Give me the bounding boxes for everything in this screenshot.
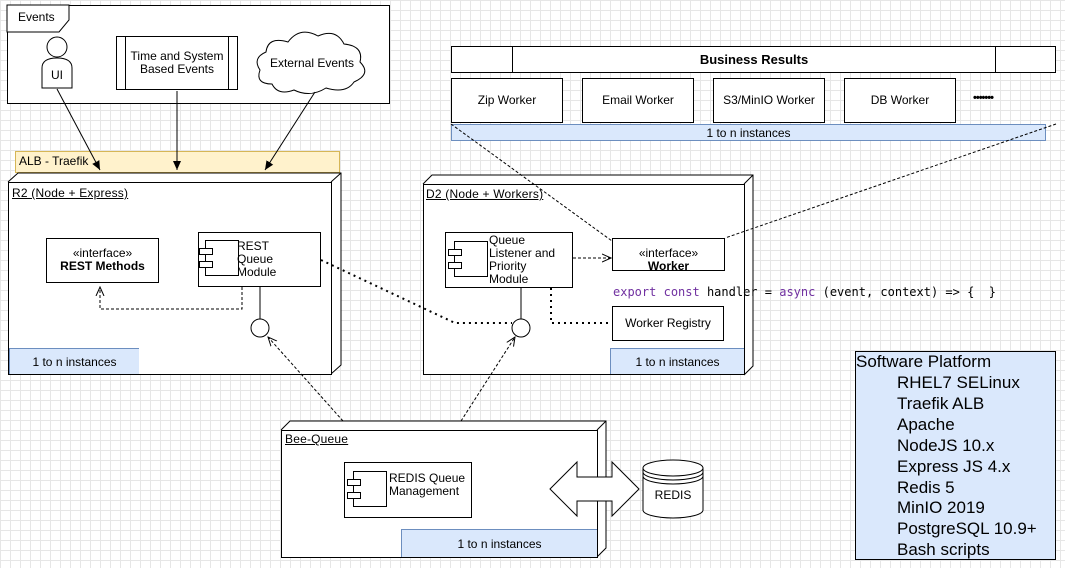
queue-listener-label: Queue Listener and Priority Module <box>489 233 556 286</box>
bee-instances: 1 to n instances <box>401 529 597 557</box>
d2-instances: 1 to n instances <box>610 348 744 374</box>
software-platform-panel <box>855 351 1056 560</box>
platform-item: NodeJS 10.x <box>897 436 995 455</box>
worker-handler-code: export const handler = async (event, con… <box>613 271 996 299</box>
platform-item: PostgreSQL 10.9+ <box>897 519 1037 538</box>
platform-item: Apache <box>897 415 955 434</box>
platform-item: Bash scripts <box>897 540 990 559</box>
r2-instances: 1 to n instances <box>9 348 139 374</box>
code-operator: = <box>764 285 772 299</box>
platform-item: Traefik ALB <box>897 394 985 413</box>
time-events-box <box>116 36 238 90</box>
ui-actor-label: UI <box>51 67 63 82</box>
platform-item: RHEL7 SELinux <box>897 373 1020 392</box>
time-events-sidebar-right <box>228 36 229 90</box>
rest-methods-interface <box>46 238 159 283</box>
worker-interface <box>612 238 725 271</box>
rest-queue-module-label: REST Queue Module <box>237 239 277 279</box>
platform-item: Redis 5 <box>897 478 955 497</box>
component-icon <box>347 471 387 507</box>
software-platform-title: Software Platform <box>856 352 992 371</box>
time-events-sidebar-left <box>125 36 126 90</box>
more-workers-ellipsis: ••••••• <box>973 92 994 104</box>
redis-queue-label: REDIS Queue Management <box>389 471 466 498</box>
alb-label: ALB - Traefik <box>19 154 89 168</box>
time-events-label: Time and System Based Events <box>130 49 224 76</box>
events-title: Events <box>18 10 55 24</box>
external-events-label: External Events <box>269 55 355 70</box>
code-rest: (event, context) => { } <box>822 285 996 299</box>
business-instances: 1 to n instances <box>451 124 1046 141</box>
email-worker: Email Worker <box>582 78 694 123</box>
worker-name: Worker <box>647 259 690 273</box>
zip-worker: Zip Worker <box>451 78 563 123</box>
worker-registry: Worker Registry <box>612 306 724 341</box>
platform-item: Express JS 4.x <box>897 457 1011 476</box>
worker-stereotype: «interface» <box>638 246 699 260</box>
code-keyword: async <box>779 285 816 299</box>
worker-to-business-right <box>724 123 1057 239</box>
platform-item: MinIO 2019 <box>897 498 985 517</box>
business-results-title: Business Results <box>699 52 809 67</box>
business-divider-right <box>995 46 996 73</box>
redis-label: REDIS <box>654 487 692 502</box>
code-keyword: export <box>613 285 657 299</box>
db-worker: DB Worker <box>844 78 956 123</box>
business-divider-left <box>512 46 513 73</box>
component-icon <box>199 240 239 276</box>
rest-methods-stereotype: «interface» <box>72 246 133 260</box>
code-keyword: const <box>663 285 700 299</box>
d2-title: D2 (Node + Workers) <box>426 187 544 201</box>
bee-queue-title: Bee-Queue <box>285 432 349 446</box>
s3-minio-worker: S3/MinIO Worker <box>713 78 825 123</box>
rest-methods-name: REST Methods <box>60 259 145 273</box>
r2-title: R2 (Node + Express) <box>12 186 129 200</box>
business-results-header <box>451 46 1056 73</box>
component-icon <box>448 241 488 277</box>
code-identifier: handler <box>706 285 758 299</box>
